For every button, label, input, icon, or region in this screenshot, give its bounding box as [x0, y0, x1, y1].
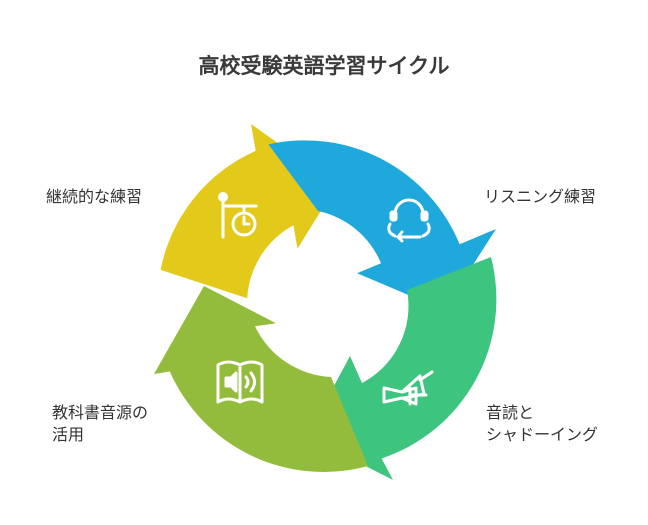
headphones-cycle-icon: [387, 198, 431, 243]
segment-listening: [268, 140, 496, 310]
label-continuous-line-1: 継続的な練習: [46, 187, 143, 206]
label-textbook-line-1: 教科書音源の: [52, 403, 149, 422]
label-textbook-line-2: 活用: [52, 425, 85, 444]
megaphone-book-icon: [382, 370, 434, 406]
label-shadowing-line-2: シャドーイング: [486, 425, 599, 444]
label-shadowing-line-1: 音読と: [486, 403, 535, 422]
audio-book-icon: [216, 360, 264, 404]
segment-shadowing: [307, 257, 497, 480]
label-listening-practice: リスニング練習: [484, 186, 596, 208]
label-listening-line-1: リスニング練習: [484, 187, 597, 206]
label-continuous-practice: 継続的な練習: [46, 186, 142, 208]
label-shadowing: 音読と シャドーイング: [486, 402, 598, 446]
diagram-title: 高校受験英語学習サイクル: [198, 54, 450, 78]
stopwatch-sign-icon: [218, 192, 258, 239]
label-textbook-audio: 教科書音源の 活用: [52, 402, 148, 446]
